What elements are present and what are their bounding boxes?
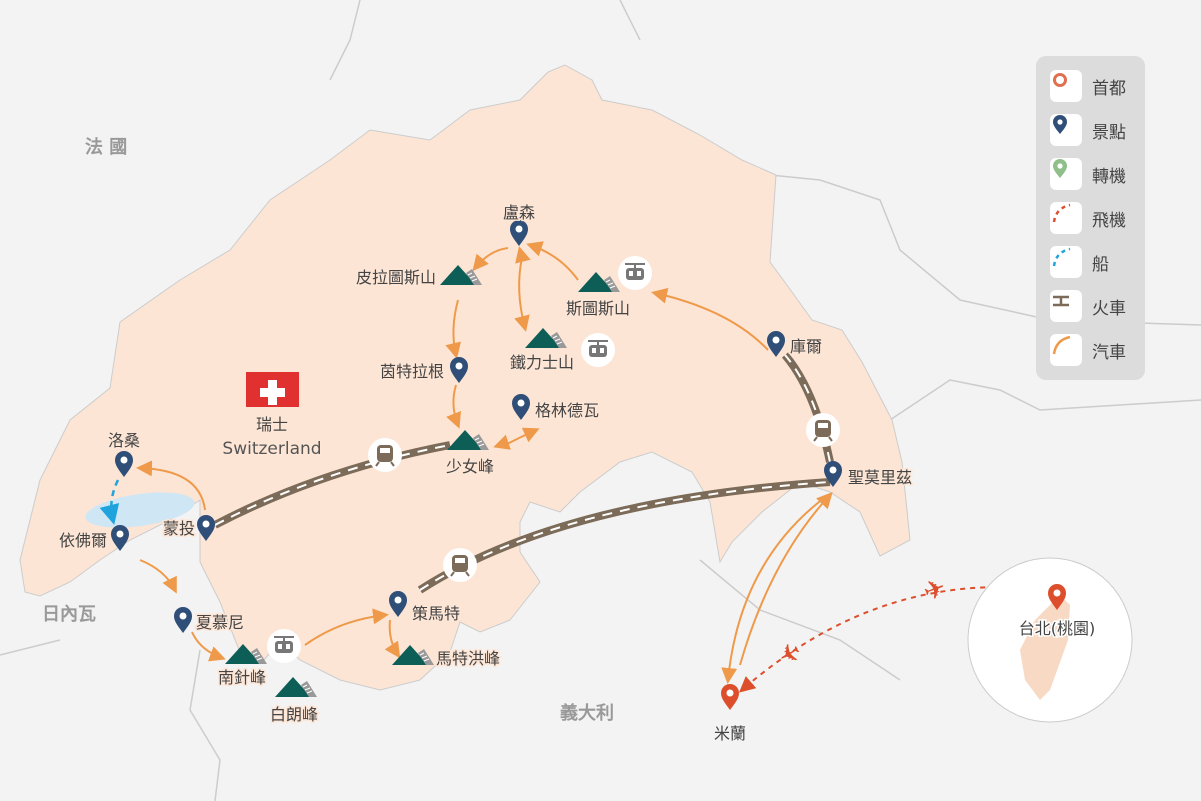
pin-chamonix[interactable] <box>174 607 192 633</box>
label-chamonix: 夏慕尼 <box>196 613 244 632</box>
plane-icon: ✈ <box>920 573 951 609</box>
cable-car-icon <box>580 332 616 368</box>
pin-milan[interactable] <box>721 684 739 710</box>
legend-item-boat: 船 <box>1050 246 1140 278</box>
capital-icon <box>1053 73 1067 87</box>
car-route-icon <box>1052 335 1071 355</box>
label-lausanne: 洛桑 <box>108 431 140 450</box>
taiwan-shape <box>1020 595 1070 700</box>
legend-label: 景點 <box>1092 122 1126 143</box>
label-jungfrau: 少女峰 <box>446 457 494 476</box>
label-interlaken: 茵特拉根 <box>380 362 444 381</box>
legend-label: 汽車 <box>1092 342 1126 363</box>
legend-item-flight: 飛機 <box>1050 202 1140 234</box>
legend-item-car: 汽車 <box>1050 334 1140 366</box>
mountain-icon <box>274 676 318 698</box>
label-milan: 米蘭 <box>714 724 746 743</box>
legend-label: 首都 <box>1092 78 1126 99</box>
legend-item-transfer: 轉機 <box>1050 158 1140 190</box>
legend-label: 飛機 <box>1092 210 1126 231</box>
label-titlis: 鐵力士山 <box>510 353 574 372</box>
country-italy: 義大利 <box>560 702 614 724</box>
label-mont-blanc: 白朗峰 <box>270 705 318 724</box>
boat-route <box>99 479 120 525</box>
boat-route-icon <box>1052 247 1071 267</box>
label-stanserhorn: 斯圖斯山 <box>566 299 630 318</box>
train-icon <box>805 412 841 448</box>
label-aiguille: 南針峰 <box>218 668 266 687</box>
label-evian: 依佛爾 <box>59 531 107 550</box>
legend: 首都 景點 轉機 飛機 船 火車 汽車 <box>1036 56 1145 380</box>
label-lucerne: 盧森 <box>503 203 535 222</box>
attraction-pin-icon <box>1053 115 1067 134</box>
transfer-pin-icon <box>1053 159 1067 178</box>
cable-car-icon <box>266 628 302 664</box>
pin-taipei[interactable] <box>1048 584 1066 610</box>
label-zermatt: 策馬特 <box>412 604 460 623</box>
country-france: 法 國 <box>85 136 127 158</box>
label-montreux: 蒙投 <box>163 519 195 538</box>
label-grindelwald: 格林德瓦 <box>535 401 599 420</box>
train-route-icon <box>1053 295 1069 307</box>
switzerland-zh: 瑞士 <box>256 415 288 434</box>
label-matterhorn: 馬特洪峰 <box>436 649 500 668</box>
flight-route-icon <box>1052 203 1071 223</box>
train-icon <box>367 437 403 473</box>
label-chur: 庫爾 <box>790 337 822 356</box>
switzerland-land <box>19 64 911 691</box>
legend-item-capital: 首都 <box>1050 70 1140 102</box>
car-routes <box>136 241 833 684</box>
plane-icon: ✈ <box>772 634 806 671</box>
legend-item-train: 火車 <box>1050 290 1140 322</box>
switzerland-en: Switzerland <box>222 439 321 459</box>
label-taipei: 台北(桃園) <box>1019 619 1096 638</box>
label-pilatus: 皮拉圖斯山 <box>356 268 436 287</box>
cable-car-icon <box>617 255 653 291</box>
legend-label: 轉機 <box>1092 166 1126 187</box>
label-st-moritz: 聖莫里茲 <box>848 468 912 487</box>
swiss-flag-cross <box>260 380 285 405</box>
legend-label: 火車 <box>1092 298 1126 319</box>
train-icon <box>442 547 478 583</box>
legend-item-attraction: 景點 <box>1050 114 1140 146</box>
city-geneva: 日內瓦 <box>42 604 96 625</box>
legend-label: 船 <box>1092 254 1109 275</box>
